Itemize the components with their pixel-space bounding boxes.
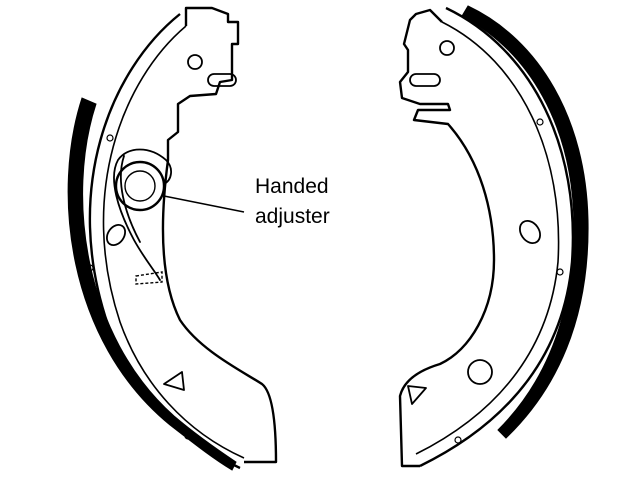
left-shoe-rivet: [106, 134, 114, 142]
left-shoe-outer-edge: [88, 13, 241, 470]
left-shoe-lining: [67, 97, 237, 471]
left-shoe-slot: [207, 73, 237, 87]
left-shoe-rim-line: [102, 25, 245, 459]
adjuster-wheel: [114, 160, 166, 212]
left-shoe-rivet: [184, 432, 192, 440]
adjuster-pawl: [135, 271, 163, 285]
left-shoe-rivet: [86, 264, 94, 272]
handed-adjuster-label: Handed adjuster: [255, 172, 330, 232]
right-shoe-slot: [409, 73, 441, 87]
label-line-2: adjuster: [255, 205, 330, 228]
right-shoe-outer-edge: [419, 6, 575, 468]
handed-adjuster: [113, 148, 172, 285]
right-shoe-rivet: [556, 268, 564, 276]
right-shoe-rivet: [536, 118, 544, 126]
adjuster-spring: [113, 148, 172, 281]
right-shoe-hole-mid: [519, 219, 541, 245]
label-line-1: Handed: [255, 175, 329, 198]
left-shoe-triangle-hole: [163, 371, 185, 391]
left-shoe-web: [161, 6, 278, 464]
right-shoe-web: [398, 8, 496, 468]
callout-leader-line: [163, 195, 245, 213]
right-shoe-lining: [461, 5, 589, 439]
right-shoe-hole-low: [467, 359, 493, 385]
right-brake-shoe: [398, 5, 589, 468]
left-brake-shoe: [67, 6, 278, 471]
left-shoe-hole-top: [187, 54, 203, 70]
right-shoe-hole-top: [439, 40, 455, 56]
adjuster-wheel-inner: [124, 170, 156, 202]
left-shoe-hole-mid: [106, 223, 126, 247]
right-shoe-triangle-hole: [407, 385, 427, 405]
right-shoe-rivet: [454, 436, 462, 444]
right-shoe-rim-line: [415, 21, 560, 455]
